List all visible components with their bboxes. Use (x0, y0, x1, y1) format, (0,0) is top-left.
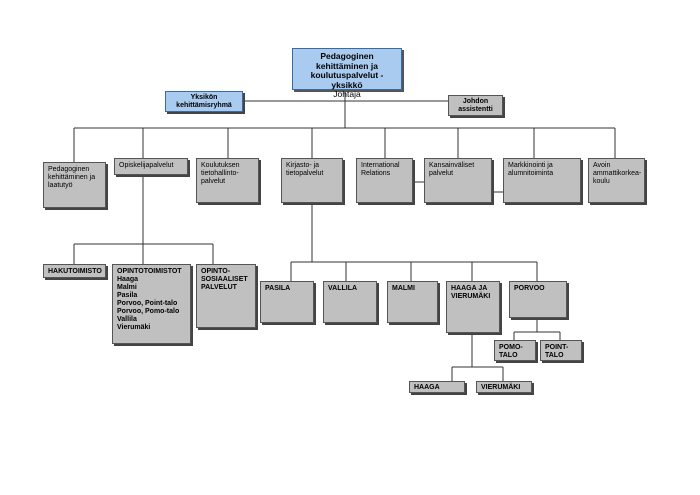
unit-social-services-label: OPINTO-SOSIAALISET PALVELUT (201, 268, 248, 291)
dept-marketing: Markkinointi ja alumnitoiminta (503, 158, 581, 203)
lib-vallila: VALLILA (323, 281, 377, 323)
unit-title: Pedagoginen kehittäminen ja koulutuspalv… (310, 51, 384, 90)
lib-vierumaki-label: VIERUMÄKI (481, 384, 521, 391)
dept-library-label: Kirjasto- ja tietopalvelut (286, 162, 324, 177)
dev-group-label: Yksikön kehittämisryhmä (176, 94, 232, 109)
lib-vallila-label: VALLILA (328, 285, 358, 292)
dept-marketing-label: Markkinointi ja alumnitoiminta (508, 162, 554, 177)
lib-pomo-talo-label: POMO-TALO (499, 344, 523, 359)
dept-open: Avoin ammattikorkea-koulu (588, 158, 645, 203)
dept-intl-services-label: Kansainväliset palvelut (429, 162, 475, 177)
unit-opintotoimistot: OPINTOTOIMISTOT Haaga Malmi Pasila Porvo… (112, 264, 191, 344)
lib-point-talo: POINT-TALO (540, 340, 582, 361)
lib-porvoo: PORVOO (509, 281, 567, 318)
dept-pedagogical-label: Pedagoginen kehittäminen ja laatutyö (48, 166, 96, 189)
lib-porvoo-label: PORVOO (514, 285, 545, 292)
lib-haaga-vierumaki: HAAGA JA VIERUMÄKI (446, 281, 500, 333)
dept-international: International Relations (356, 158, 413, 203)
assistant-label: Johdon assistentti (458, 98, 493, 113)
lib-vierumaki: VIERUMÄKI (476, 381, 532, 393)
unit-subtitle: Johtaja (333, 89, 361, 99)
lib-malmi-label: MALMI (392, 285, 415, 292)
lib-pasila: PASILA (260, 281, 314, 323)
lib-haaga: HAAGA (409, 381, 465, 393)
lib-malmi: MALMI (387, 281, 438, 323)
dept-library: Kirjasto- ja tietopalvelut (281, 158, 343, 203)
lib-haaga-label: HAAGA (414, 384, 440, 391)
lib-haaga-vierumaki-label: HAAGA JA VIERUMÄKI (451, 285, 491, 300)
lib-point-talo-label: POINT-TALO (545, 344, 569, 359)
unit-opintotoimistot-title: OPINTOTOIMISTOT (117, 268, 182, 275)
dept-pedagogical: Pedagoginen kehittäminen ja laatutyö (43, 162, 106, 208)
dept-student-label: Opiskelijapalvelut (119, 162, 174, 169)
dept-open-label: Avoin ammattikorkea-koulu (593, 162, 642, 185)
unit-hakutoimisto-label: HAKUTOIMISTO (48, 268, 102, 275)
assistant-box: Johdon assistentti (448, 95, 503, 116)
unit-head-box: Pedagoginen kehittäminen ja koulutuspalv… (292, 48, 402, 99)
dept-intl-services: Kansainväliset palvelut (424, 158, 492, 203)
dept-student: Opiskelijapalvelut (114, 158, 188, 175)
unit-opintotoimistot-list: Haaga Malmi Pasila Porvoo, Point-talo Po… (117, 276, 180, 331)
dept-admin-label: Koulutuksen tietohallinto-palvelut (201, 162, 240, 185)
unit-hakutoimisto: HAKUTOIMISTO (43, 264, 106, 278)
lib-pasila-label: PASILA (265, 285, 291, 292)
dev-group-box: Yksikön kehittämisryhmä (165, 91, 243, 112)
lib-pomo-talo: POMO-TALO (494, 340, 536, 361)
dept-admin: Koulutuksen tietohallinto-palvelut (196, 158, 259, 203)
dept-international-label: International Relations (361, 162, 400, 177)
unit-social-services: OPINTO-SOSIAALISET PALVELUT (196, 264, 256, 328)
